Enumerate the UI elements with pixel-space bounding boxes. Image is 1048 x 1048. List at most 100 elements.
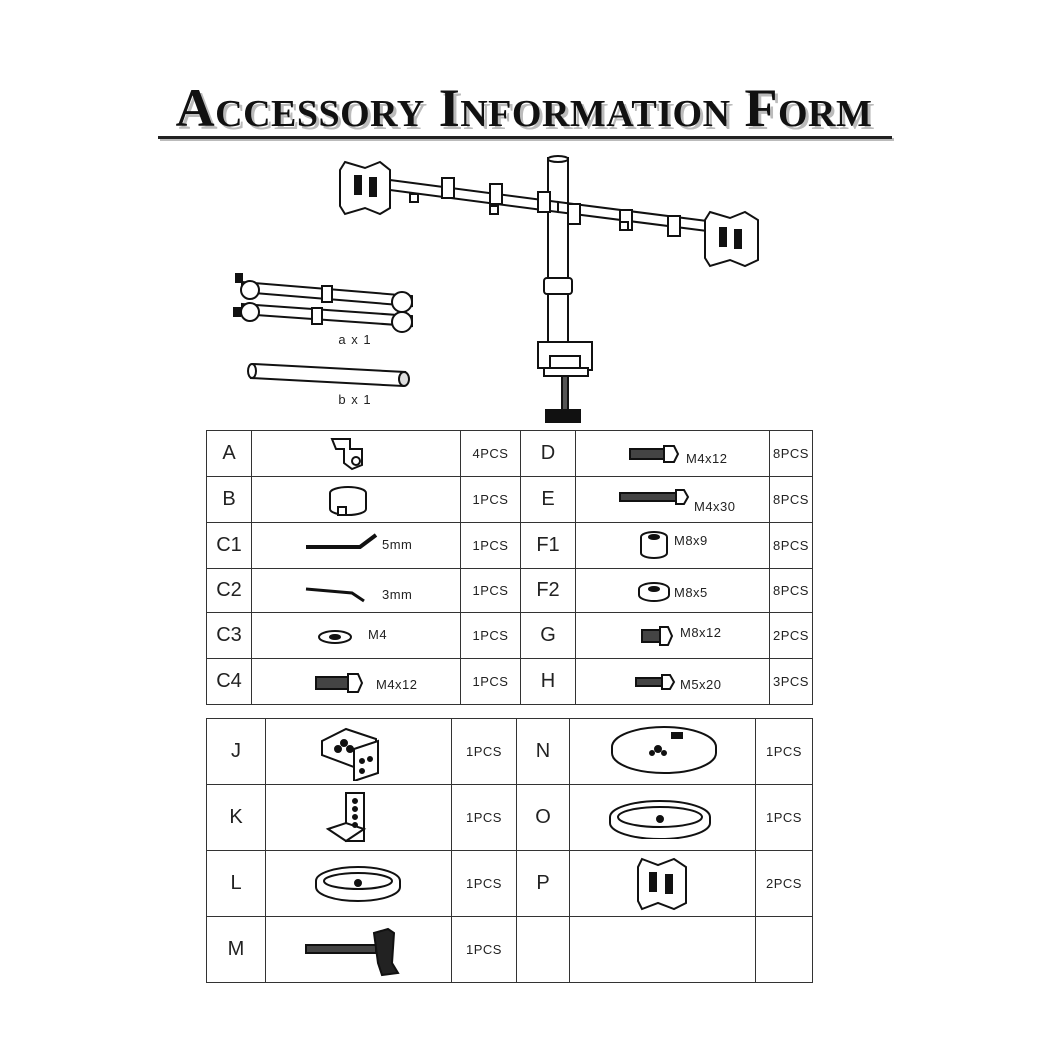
part-m-cell [265,916,452,983]
part-size: M8x12 [680,625,722,640]
dual-monitor-arm-illustration [339,155,759,423]
part-j-cell [265,718,452,785]
part-qty: 4PCS [460,430,521,477]
table-row: K 1PCS O [206,784,813,851]
part-qty: 1PCS [451,916,517,983]
part-size: M4x12 [376,677,418,692]
part-label: O [516,784,570,851]
oval-pad-icon [315,866,401,902]
table-row: B 1PCS E M4x30 8PCS [206,476,813,523]
part-c4-cell: M4x12 [251,658,461,705]
part-g-cell: M8x12 [575,612,770,659]
part-qty: 1PCS [451,850,517,917]
part-label [516,916,570,983]
part-l-cell [265,850,452,917]
table-row: A 4PCS D M4x12 8PCS [206,430,813,477]
medium-screw-icon [635,674,676,690]
part-label: A [206,430,252,477]
part-a-arm-illustration [233,273,413,333]
caption-a: a x 1 [338,332,372,347]
part-size: 3mm [382,587,413,602]
part-label: C4 [206,658,252,705]
part-qty: 2PCS [755,850,813,917]
part-label: C2 [206,568,252,613]
part-p-cell [569,850,756,917]
short-screw-icon [641,626,674,646]
long-screw-icon [619,489,690,505]
part-c1-cell: 5mm [251,522,461,569]
part-label: M [206,916,266,983]
part-size: M4 [368,627,388,642]
part-label: K [206,784,266,851]
part-d-cell: M4x12 [575,430,770,477]
part-qty: 8PCS [769,430,813,477]
table-row: C2 3mm 1PCS F2 M8x5 8PCS [206,568,813,613]
part-o-cell [569,784,756,851]
part-qty: 2PCS [769,612,813,659]
clamp-knob-screw-icon [305,927,400,977]
part-qty: 8PCS [769,522,813,569]
part-e-cell: M4x30 [575,476,770,523]
flat-washer-icon [318,630,352,644]
part-size: M4x30 [694,499,736,514]
table-row: J 1PCS N [206,718,813,785]
part-qty: 1PCS [460,476,521,523]
l-bracket-icon [325,792,367,843]
part-c3-cell: M4 [251,612,461,659]
cable-clip-icon [330,438,363,471]
table-row: C4 M4x12 1PCS H M5x20 3PCS [206,658,813,705]
part-label: F2 [520,568,576,613]
part-label: P [516,850,570,917]
part-a-cell [251,430,461,477]
part-qty: 1PCS [451,784,517,851]
small-hex-key-icon [305,587,365,603]
part-size: 5mm [382,537,413,552]
part-qty: 8PCS [769,568,813,613]
part-qty: 1PCS [460,612,521,659]
base-plate-icon [611,726,717,774]
part-f2-cell: M8x5 [575,568,770,613]
empty-cell [569,916,756,983]
hex-key-icon [306,533,378,549]
part-label: G [520,612,576,659]
part-qty: 3PCS [769,658,813,705]
part-qty: 1PCS [451,718,517,785]
part-qty: 1PCS [755,718,813,785]
part-c2-cell: 3mm [251,568,461,613]
title-underline [158,136,892,139]
part-label: L [206,850,266,917]
washer-icon [638,582,670,602]
part-label: N [516,718,570,785]
collar-icon [329,486,367,516]
part-qty: 1PCS [460,658,521,705]
part-f1-cell: M8x9 [575,522,770,569]
part-size: M5x20 [680,677,722,692]
part-qty [755,916,813,983]
part-n-cell [569,718,756,785]
oval-pad-icon [609,800,711,839]
accessory-table-1: A 4PCS D M4x12 8PCS B [206,430,813,705]
bracket-icon [321,727,379,781]
part-size: M8x9 [674,533,708,548]
part-label: J [206,718,266,785]
table-row: M 1PCS [206,916,813,983]
spacer-icon [640,531,668,559]
part-size: M4x12 [686,451,728,466]
part-qty: 8PCS [769,476,813,523]
part-label: C1 [206,522,252,569]
table-row: L 1PCS P [206,850,813,917]
part-label: B [206,476,252,523]
part-label: H [520,658,576,705]
part-label: C3 [206,612,252,659]
part-qty: 1PCS [460,568,521,613]
vesa-plate-icon [637,857,687,911]
part-b-pole-illustration [247,362,410,388]
part-size: M8x5 [674,585,708,600]
part-label: D [520,430,576,477]
table-row: C3 M4 1PCS G M8x12 2PCS [206,612,813,659]
part-b-cell [251,476,461,523]
screw-icon [629,445,680,463]
part-label: F1 [520,522,576,569]
screw-icon [315,673,364,693]
part-k-cell [265,784,452,851]
